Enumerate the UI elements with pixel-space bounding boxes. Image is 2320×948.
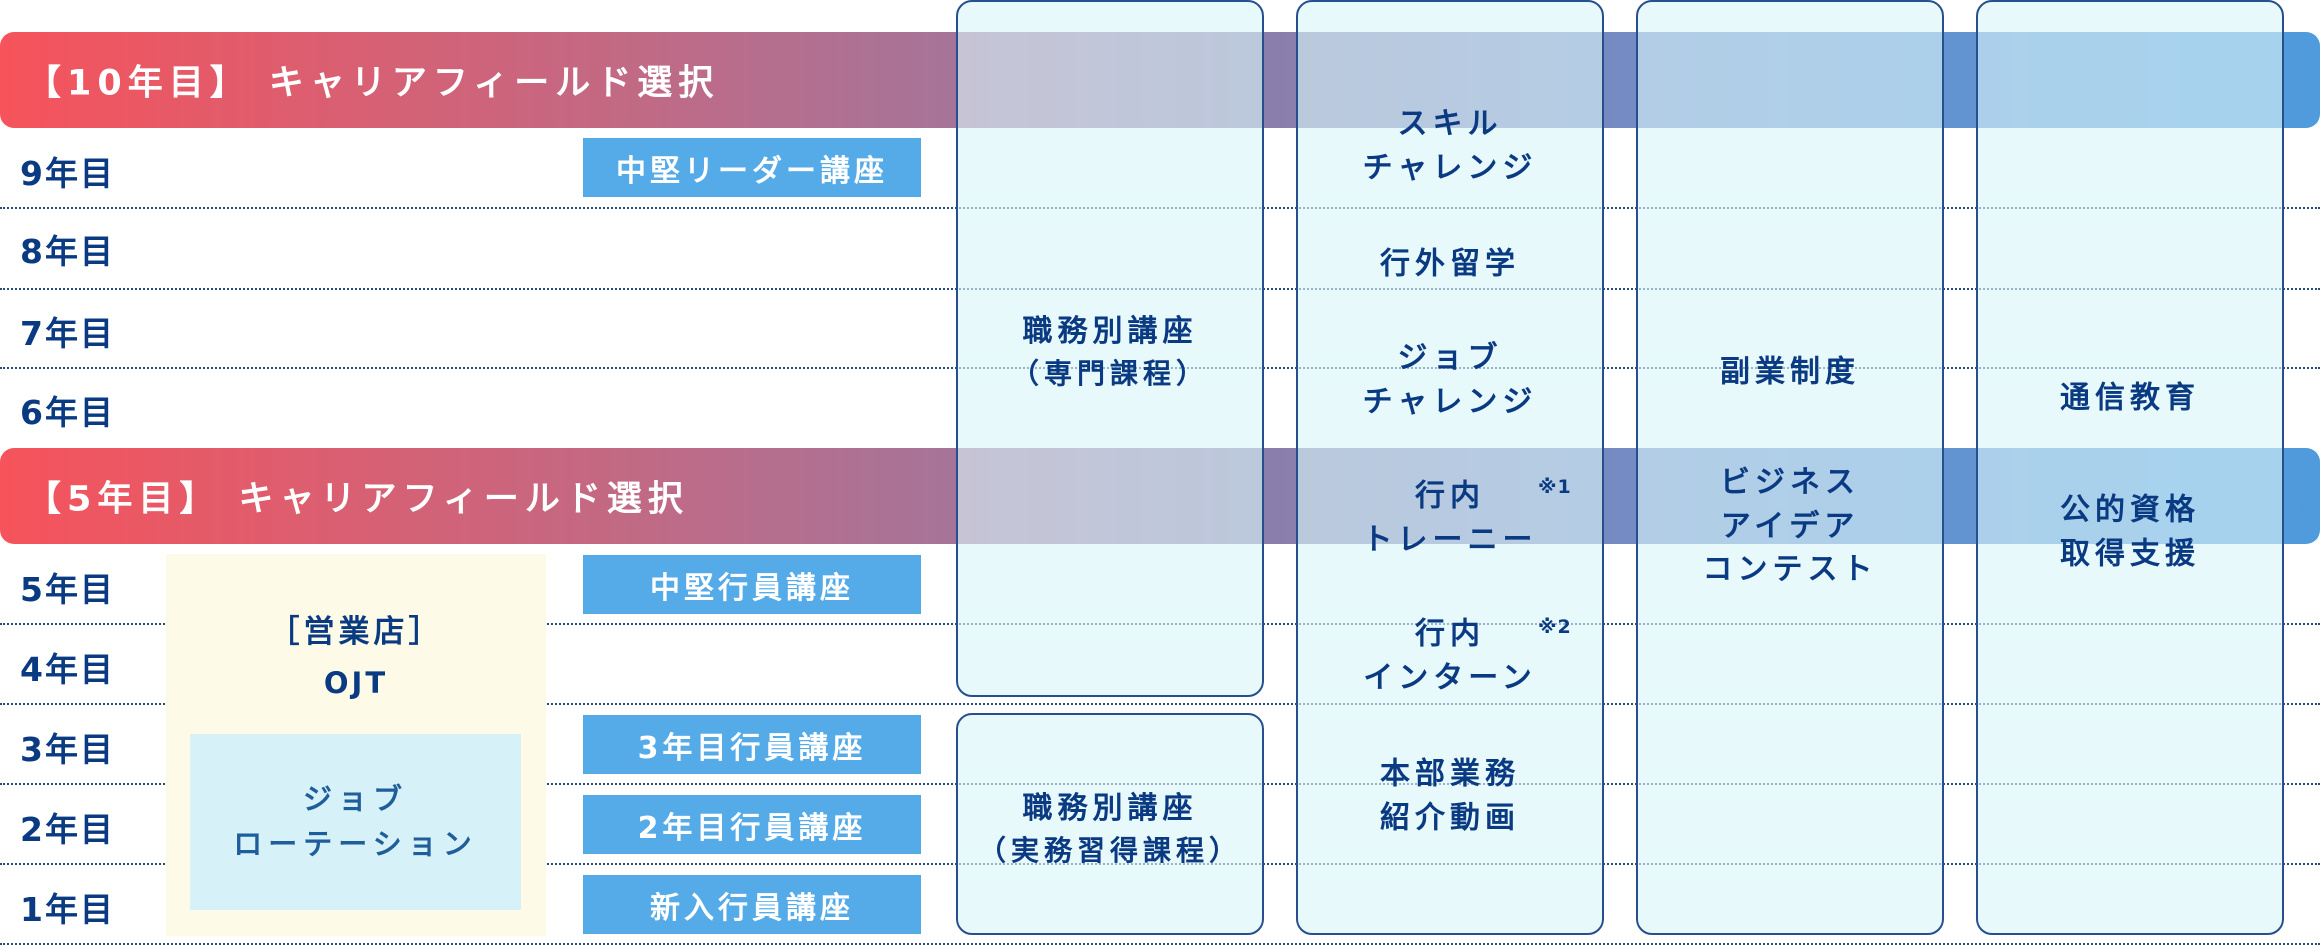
ojt-panel: ［営業店］ OJT ジョブ ローテーション (166, 554, 546, 936)
year-label-1: 1年目 (20, 890, 115, 929)
branch-label: ［営業店］ (268, 614, 444, 650)
cert-line-2: 取得支援 (2060, 536, 2200, 571)
ojt-label: OJT (323, 666, 389, 700)
specialist-course-column: 職務別講座 （専門課程） (956, 0, 1264, 697)
course-new-staff: 新入行員講座 (583, 875, 921, 934)
year-label-5: 5年目 (20, 570, 115, 609)
rotation-line-2: ローテーション (233, 827, 478, 861)
practical-sub: （実務習得課程） (977, 833, 1242, 867)
contest-line-2: アイデア (1720, 508, 1860, 544)
job-challenge-line-2: チャレンジ (1362, 384, 1538, 419)
specialist-course-text: 職務別講座 （専門課程） (958, 310, 1262, 394)
internal-intern: 行内 インターン (1298, 613, 1602, 700)
year-label-4: 4年目 (20, 650, 115, 689)
job-challenge: ジョブ チャレンジ (1298, 337, 1602, 424)
cert-line-1: 公的資格 (2060, 492, 2200, 528)
banner-text-10: 【10年目】 キャリアフィールド選択 (26, 63, 720, 104)
row-divider (0, 943, 2320, 945)
course-mid-leader: 中堅リーダー講座 (583, 138, 921, 197)
job-rotation-box: ジョブ ローテーション (190, 734, 521, 910)
intern-line-2: インターン (1363, 660, 1537, 695)
year-label-9: 9年目 (20, 154, 115, 193)
year-label-6: 6年目 (20, 393, 115, 432)
contest-line-3: コンテスト (1702, 551, 1878, 587)
rotation-line-1: ジョブ (302, 782, 408, 817)
course-third-year: 3年目行員講座 (583, 715, 921, 774)
intern-note: ※2 (1538, 616, 1572, 638)
skill-challenge-line-1: スキル (1397, 106, 1503, 142)
course-second-year: 2年目行員講座 (583, 795, 921, 854)
job-challenge-line-1: ジョブ (1397, 340, 1503, 376)
hq-video: 本部業務 紹介動画 (1298, 753, 1602, 840)
specialist-sub: （専門課程） (1010, 356, 1209, 390)
trainee-line-1: 行内 (1415, 478, 1485, 514)
year-label-2: 2年目 (20, 810, 115, 849)
year-label-8: 8年目 (20, 232, 115, 271)
internal-trainee: 行内 トレーニー (1298, 475, 1602, 562)
self-study-column: 通信教育 公的資格 取得支援 (1976, 0, 2284, 935)
practical-course-text: 職務別講座 （実務習得課程） (958, 787, 1262, 871)
study-abroad: 行外留学 (1380, 246, 1520, 282)
side-business-column: 副業制度 ビジネス アイデア コンテスト (1636, 0, 1944, 935)
hq-video-line-2: 紹介動画 (1380, 800, 1520, 835)
skill-challenge-line-2: チャレンジ (1362, 150, 1538, 185)
practical-course-column: 職務別講座 （実務習得課程） (956, 713, 1264, 935)
trainee-line-2: トレーニー (1362, 522, 1538, 557)
challenge-column: スキル チャレンジ 行外留学 ジョブ チャレンジ 行内 トレーニー ※1 行内 … (1296, 0, 1604, 935)
course-mid-staff: 中堅行員講座 (583, 555, 921, 614)
banner-text-5: 【5年目】 キャリアフィールド選択 (26, 479, 689, 520)
intern-line-1: 行内 (1415, 616, 1485, 652)
specialist-title: 職務別講座 (1022, 313, 1198, 349)
contest-line-1: ビジネス (1720, 464, 1860, 500)
correspondence-course: 通信教育 (2060, 380, 2200, 416)
trainee-note: ※1 (1538, 476, 1572, 498)
row-divider (0, 703, 2320, 705)
year-label-3: 3年目 (20, 730, 115, 769)
business-contest: ビジネス アイデア コンテスト (1638, 461, 1942, 592)
skill-challenge: スキル チャレンジ (1298, 103, 1602, 190)
year-label-7: 7年目 (20, 314, 115, 353)
side-business-title: 副業制度 (1720, 354, 1860, 390)
practical-title: 職務別講座 (1022, 790, 1198, 826)
certification-support: 公的資格 取得支援 (1978, 489, 2282, 576)
hq-video-line-1: 本部業務 (1380, 756, 1520, 792)
